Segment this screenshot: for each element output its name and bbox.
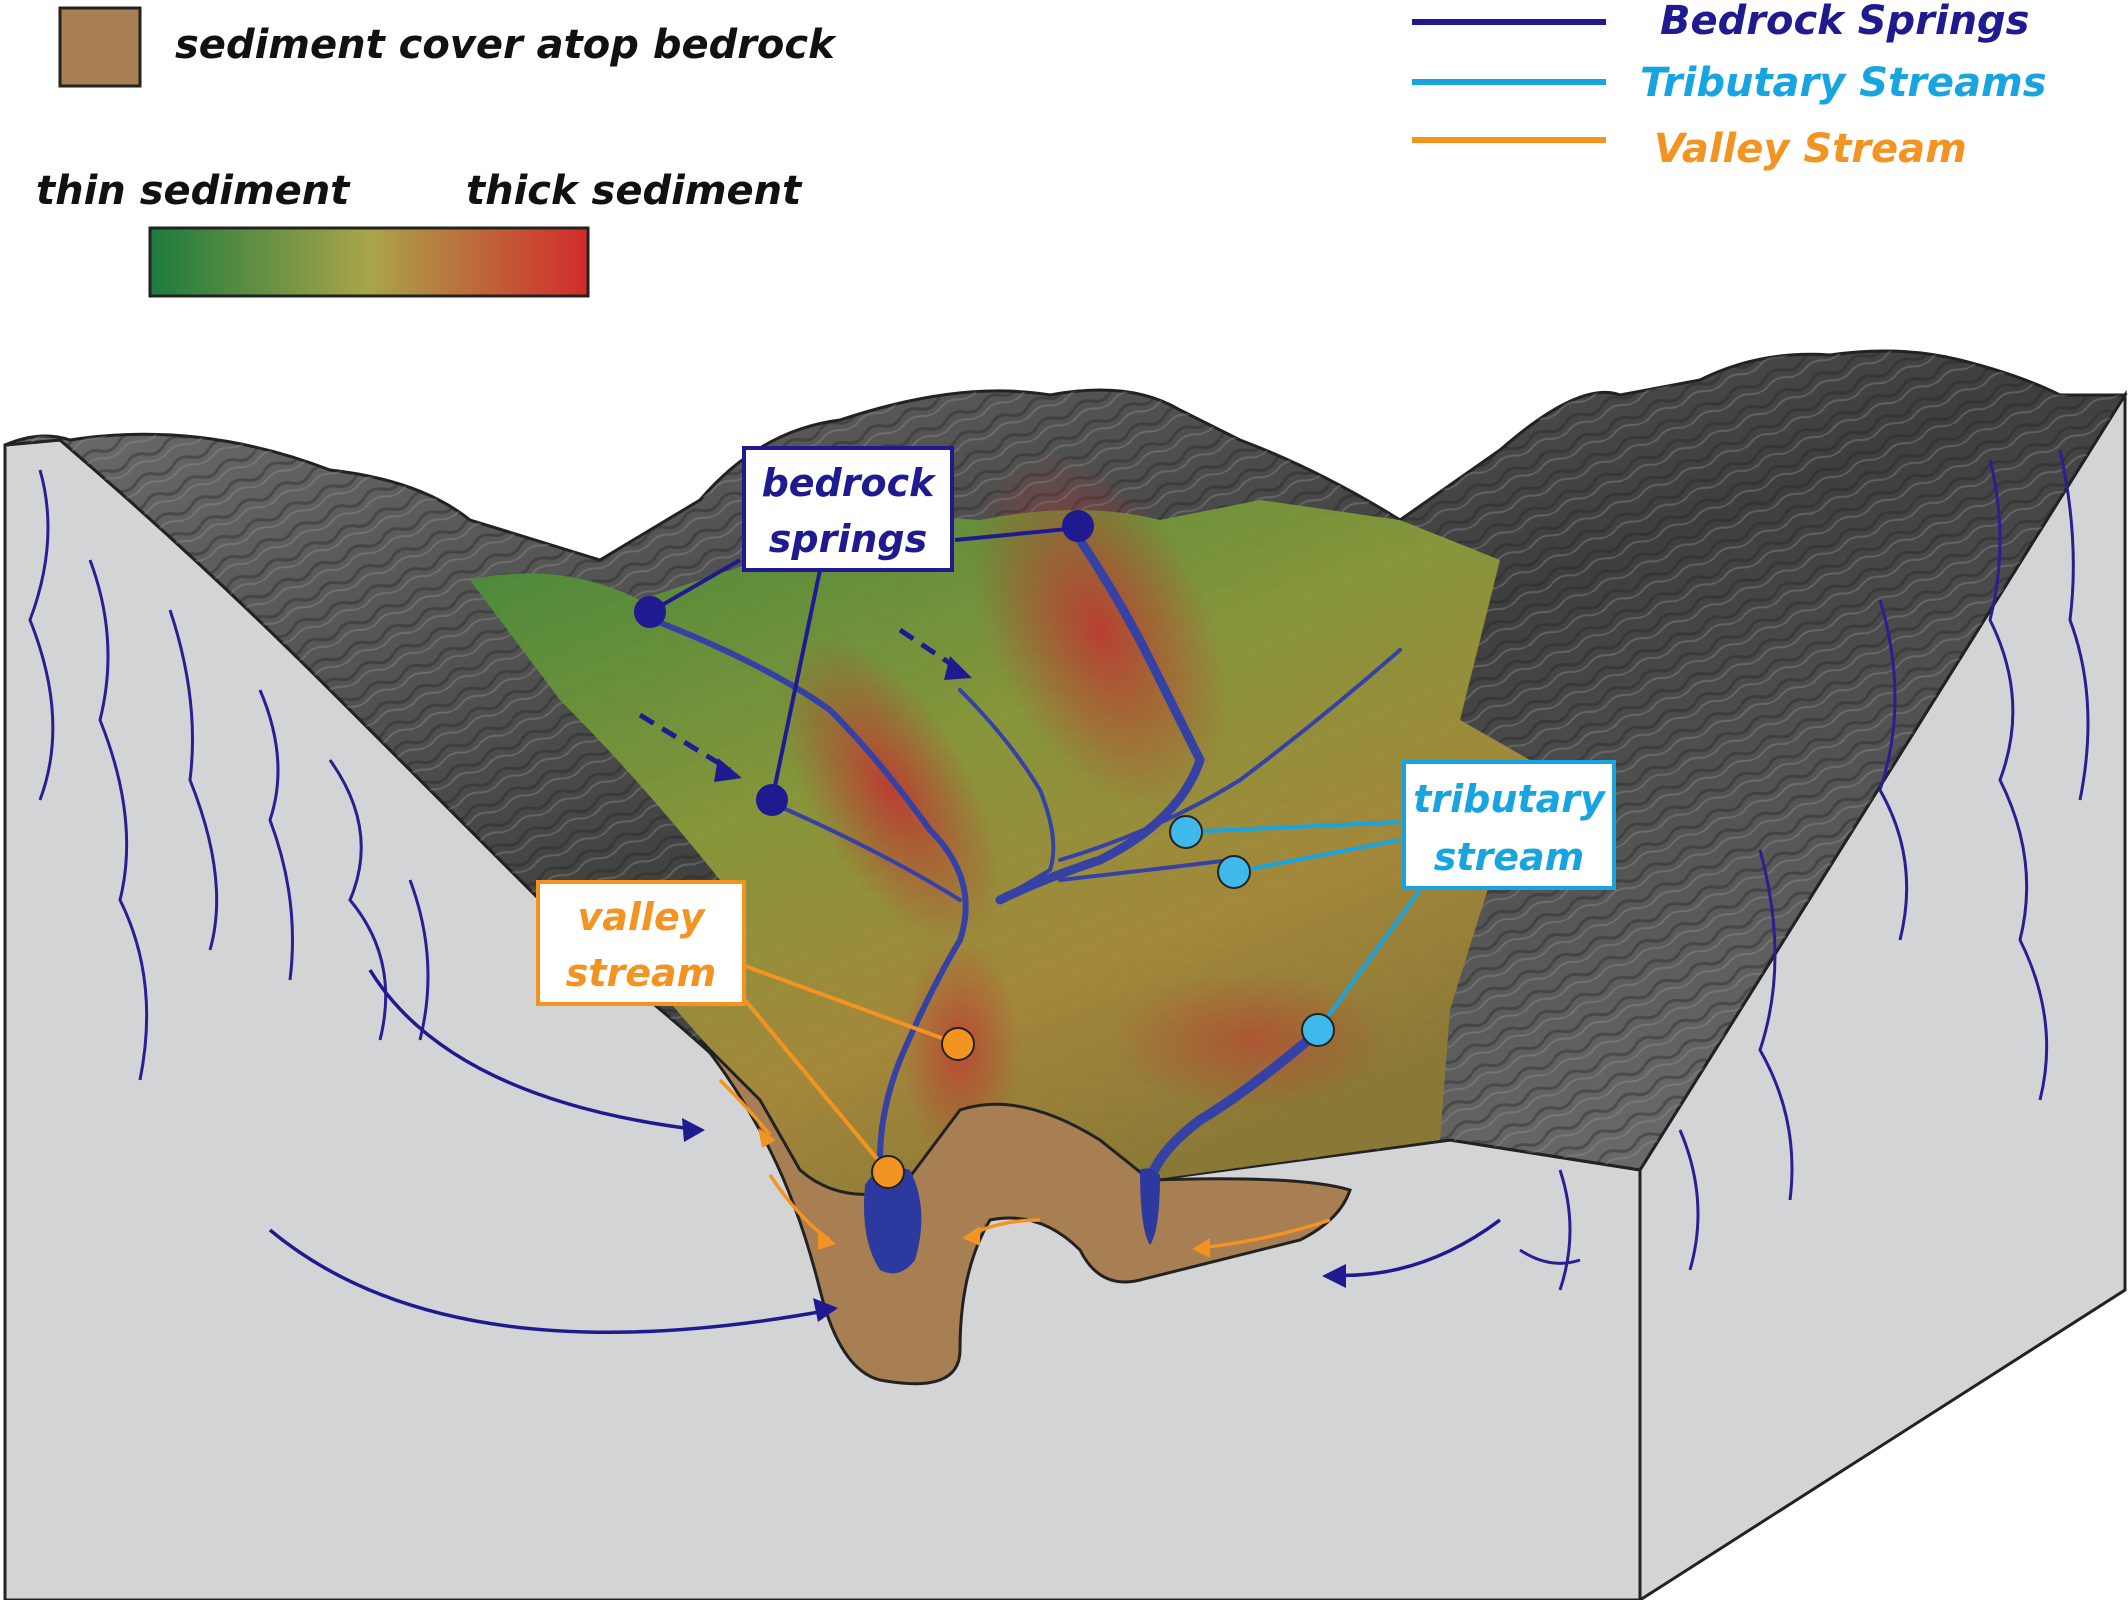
tributary-stream-callout: tributary stream xyxy=(1402,760,1616,890)
valley-stream-line1: valley xyxy=(577,895,706,939)
tributary-stream-marker xyxy=(1301,1013,1335,1047)
bedrock-springs-callout: bedrock springs xyxy=(742,446,954,572)
arrowhead-icon xyxy=(714,758,742,782)
sediment-cover-section xyxy=(698,1038,1352,1386)
legend-label-tributary-streams: Tributary Streams xyxy=(1640,60,2047,106)
bedrock-springs-line2: springs xyxy=(769,517,927,561)
tributary-streams xyxy=(1058,648,1402,1185)
bedrock-spring-marker xyxy=(756,784,788,816)
legend-sediment-thickness: thin sediment thick sediment xyxy=(36,168,803,298)
bedrock-spring-marker xyxy=(1062,510,1094,542)
legend-label-valley-stream: Valley Stream xyxy=(1654,126,1967,172)
thick-sediment-zone xyxy=(971,451,1229,809)
valley-stream-leaders xyxy=(743,964,959,1174)
valley-stream-line2: stream xyxy=(566,951,717,995)
tributary-stream-line1: tributary xyxy=(1413,777,1607,821)
bedrock-spring-marker xyxy=(634,596,666,628)
tributary-stream-outlet xyxy=(1140,1168,1160,1245)
bedrock-springs-leaders xyxy=(648,526,1079,801)
groundwater-arrowheads xyxy=(682,1118,1346,1322)
tributary-stream-marker xyxy=(1169,815,1203,849)
arrowhead-icon xyxy=(758,1128,776,1148)
bedrock-spring-streams xyxy=(637,535,1205,1163)
sediment-cover-label: sediment cover atop bedrock xyxy=(175,22,837,68)
arrowhead-icon xyxy=(944,656,972,680)
groundwater-flow-arrows xyxy=(268,969,1502,1335)
tributary-stream-line2: stream xyxy=(1434,835,1585,879)
valley-stream-callout: valley stream xyxy=(536,880,746,1006)
arrowhead-icon xyxy=(818,1230,836,1250)
bedrock-springs-line1: bedrock xyxy=(762,461,938,505)
arrowhead-icon xyxy=(1192,1238,1210,1258)
sediment-thickness-colorbar xyxy=(148,226,590,298)
valley-stream-pool xyxy=(864,1167,922,1274)
tributary-stream-leaders xyxy=(1185,820,1422,1032)
legend-lines: Bedrock Springs Tributary Streams Valley… xyxy=(1412,0,2047,172)
valley-stream-marker xyxy=(941,1027,975,1061)
tributary-stream-marker xyxy=(1217,855,1251,889)
legend-sediment-cover: sediment cover atop bedrock xyxy=(58,6,837,88)
arrowhead-icon xyxy=(962,1226,980,1246)
thin-sediment-label: thin sediment xyxy=(36,168,351,214)
sediment-cover-swatch xyxy=(58,6,142,88)
thick-sediment-label: thick sediment xyxy=(466,168,803,214)
legend-label-bedrock-springs: Bedrock Springs xyxy=(1660,0,2030,44)
valley-stream-marker xyxy=(871,1155,905,1189)
thick-sediment-zone xyxy=(1110,970,1390,1110)
